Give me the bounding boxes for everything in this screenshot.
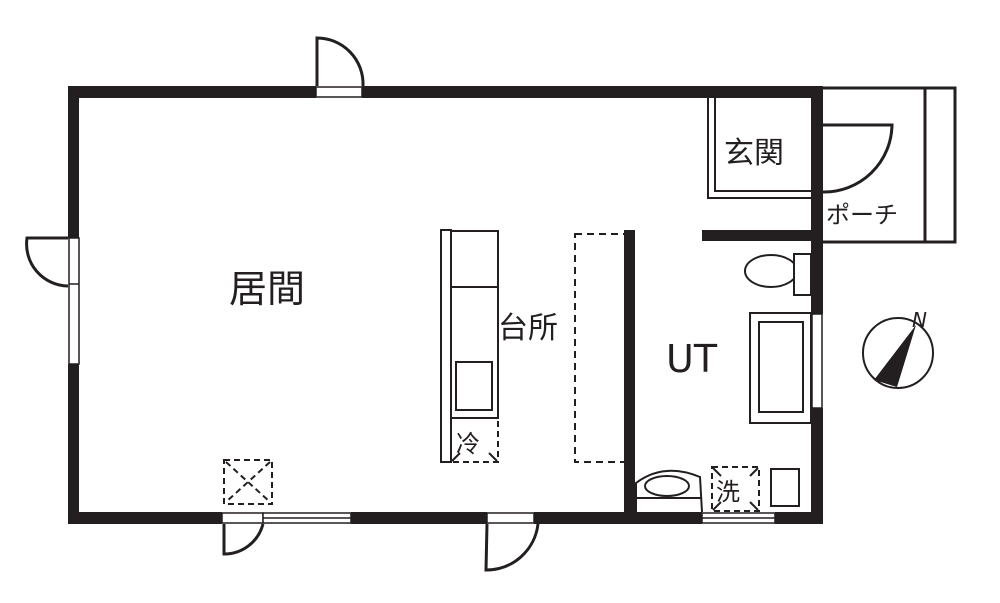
room-label-living: 居間 (229, 267, 305, 311)
doors (25, 36, 894, 572)
refrigerator (450, 417, 499, 463)
porch (823, 86, 957, 244)
door-top (315, 36, 365, 87)
walls (68, 86, 823, 524)
washing-machine (711, 466, 760, 512)
compass: N (862, 308, 934, 389)
door-bottom-left (222, 523, 265, 556)
room-label-utility: UT (666, 337, 718, 381)
toilet (744, 253, 812, 296)
door-left (25, 236, 69, 288)
room-label-kitchen: 台所 (498, 311, 558, 346)
openings (68, 86, 823, 524)
fixture-label-refrigerator: 冷 (456, 430, 480, 458)
kitchen-cabinet (574, 233, 626, 463)
ut-cabinet (770, 468, 800, 507)
entrance-step (707, 98, 811, 199)
kitchen-counter (440, 229, 499, 463)
compass-north-label: N (912, 308, 927, 332)
wash-basin (635, 469, 703, 513)
door-bottom-right (484, 523, 540, 572)
bathtub (749, 312, 812, 424)
room-label-porch: ポーチ (826, 201, 898, 229)
ventilation-fan (223, 459, 273, 505)
fixture-label-washer: 洗 (716, 478, 740, 506)
room-label-entrance: 玄関 (724, 136, 784, 171)
door-entrance (822, 123, 894, 194)
